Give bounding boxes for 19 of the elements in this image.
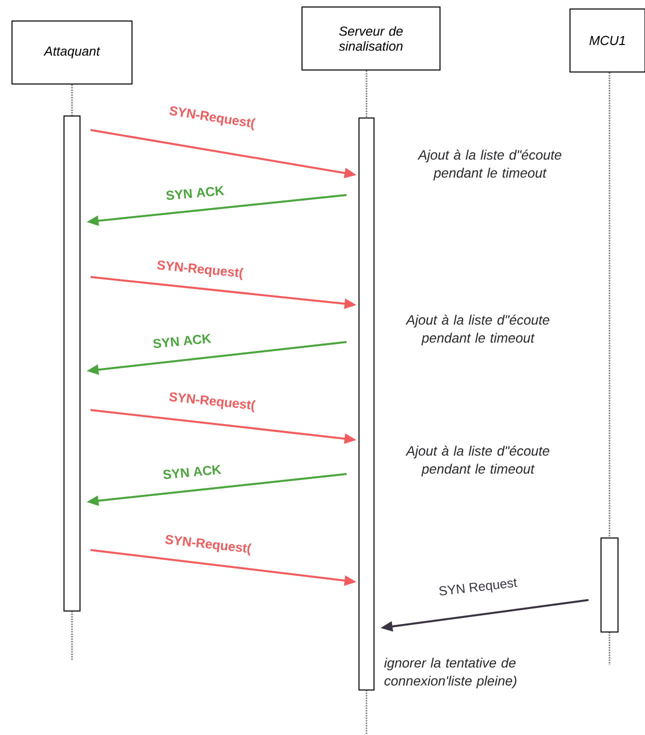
participant-box: MCU1 bbox=[570, 8, 645, 72]
lifeline bbox=[366, 70, 368, 118]
edge-label: SYN ACK bbox=[163, 464, 222, 479]
edge-label: SYN-Request( bbox=[169, 392, 256, 412]
edge-label: SYN ACK bbox=[166, 186, 224, 200]
lifeline bbox=[608, 72, 610, 538]
edge-label: SYN-Request( bbox=[157, 260, 244, 280]
activation-bar bbox=[600, 538, 618, 632]
activation-bar bbox=[358, 118, 374, 690]
participant-box: Attaquant bbox=[12, 20, 132, 84]
note: Ajout à la liste d"écoute pendant le timeout bbox=[406, 446, 550, 476]
note: Ajout à la liste d"écoute pendant le timeout bbox=[406, 314, 550, 346]
edge-label: SYN Request bbox=[439, 578, 518, 596]
edge-label: SYN-Request( bbox=[165, 535, 252, 556]
note: Ajout à la liste d"écoute pendant le timeout bbox=[418, 150, 562, 180]
edge-label: SYN ACK bbox=[153, 334, 212, 348]
activation-bar bbox=[64, 116, 80, 612]
participant-box: Serveur de sinalisation bbox=[302, 6, 440, 70]
lifeline bbox=[71, 84, 73, 116]
